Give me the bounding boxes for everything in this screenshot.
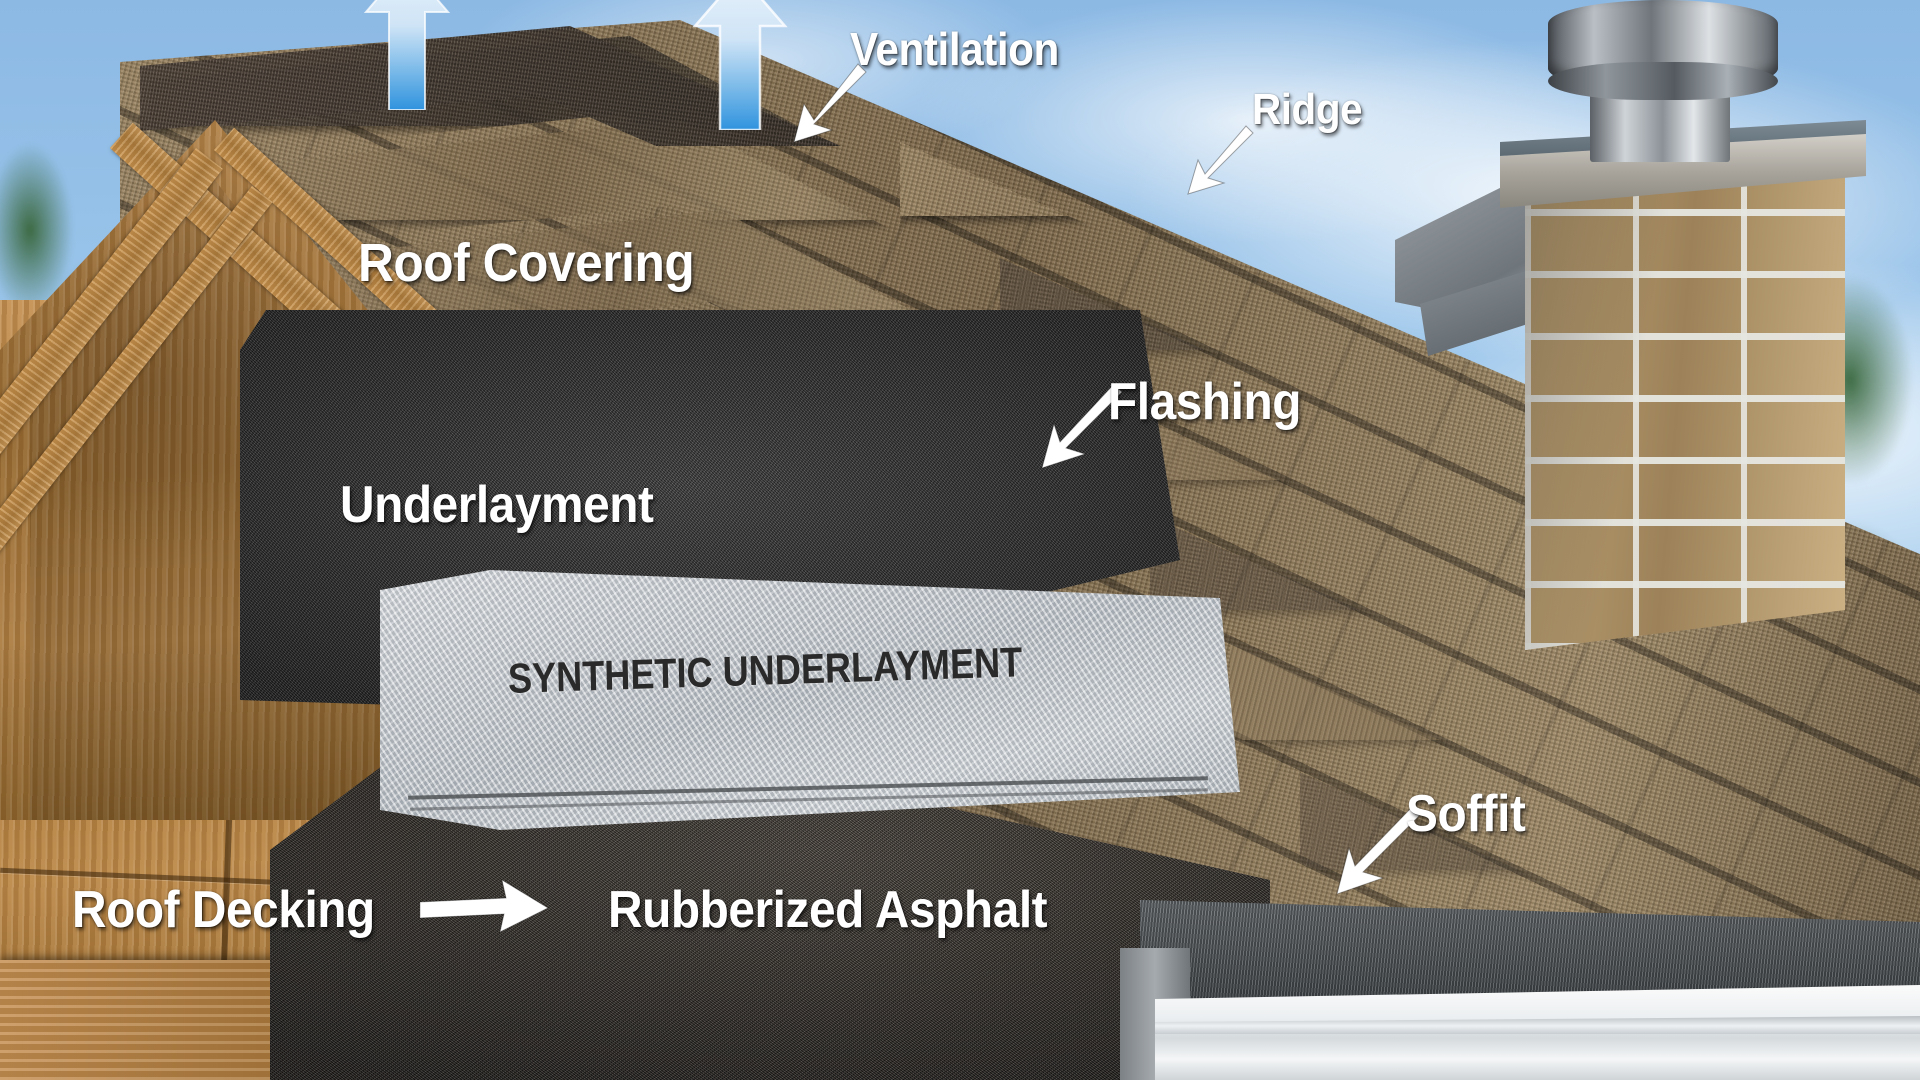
chimney-brick-body (1525, 150, 1845, 650)
ventilation-pointer-arrow-icon (793, 63, 867, 143)
soffit-pointer-arrow-icon (1336, 805, 1422, 895)
ventilation-arrow-left-icon (363, 0, 451, 110)
label-roof-covering: Roof Covering (358, 233, 695, 293)
roof-decking-pointer-arrow-icon (420, 878, 550, 933)
ridge-pointer-arrow-icon (1187, 125, 1254, 195)
label-soffit: Soffit (1406, 785, 1526, 843)
label-underlayment: Underlayment (340, 476, 654, 534)
flashing-pointer-arrow-icon (1041, 383, 1123, 469)
chimney-flue-cap-lip (1548, 62, 1778, 100)
label-flashing: Flashing (1108, 373, 1302, 431)
label-rubberized-asphalt: Rubberized Asphalt (608, 881, 1048, 939)
gutter-lip (1155, 1016, 1920, 1034)
ventilation-arrow-right-icon (692, 0, 788, 130)
label-ventilation: Ventilation (850, 23, 1059, 75)
label-ridge: Ridge (1252, 85, 1363, 134)
label-roof-decking: Roof Decking (72, 881, 375, 939)
